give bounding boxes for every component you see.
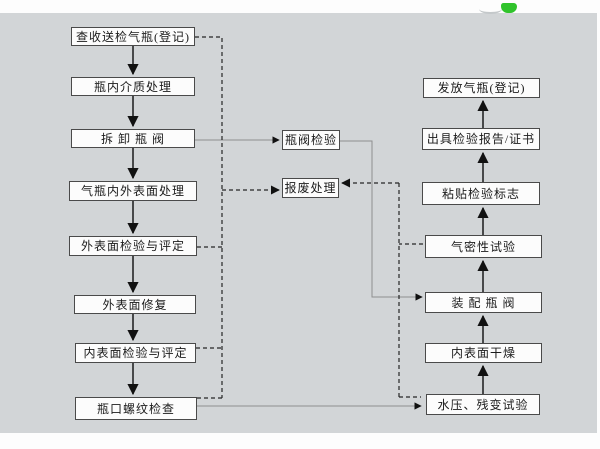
node-issue-report: 出具检验报告/证书 — [422, 128, 540, 150]
logo-swoosh-icon — [479, 4, 502, 14]
node-hydro-test: 水压、残变试验 — [426, 394, 540, 415]
node-inner-drying: 内表面干燥 — [425, 343, 542, 363]
node-outer-inspection: 外表面检验与评定 — [69, 236, 197, 256]
node-assemble-valve: 装 配 瓶 阀 — [425, 292, 542, 313]
diagram-background — [0, 13, 597, 433]
node-paste-inspection-mark: 粘贴检验标志 — [422, 182, 540, 205]
node-outer-repair: 外表面修复 — [74, 295, 196, 314]
green-logo-icon — [501, 3, 517, 13]
node-medium-treatment: 瓶内介质处理 — [71, 77, 195, 96]
node-receive-cylinder: 查收送检气瓶(登记) — [71, 27, 195, 46]
node-inner-inspection: 内表面检验与评定 — [75, 343, 196, 363]
node-surface-treatment: 气瓶内外表面处理 — [69, 181, 197, 201]
node-thread-check: 瓶口螺纹检查 — [75, 397, 197, 420]
node-airtight-test: 气密性试验 — [425, 235, 542, 258]
node-scrap-processing: 报废处理 — [282, 178, 339, 198]
node-valve-inspection: 瓶阀检验 — [282, 130, 340, 150]
node-issue-cylinder: 发放气瓶(登记) — [423, 78, 540, 98]
node-valve-removal: 拆 卸 瓶 阀 — [71, 129, 195, 148]
